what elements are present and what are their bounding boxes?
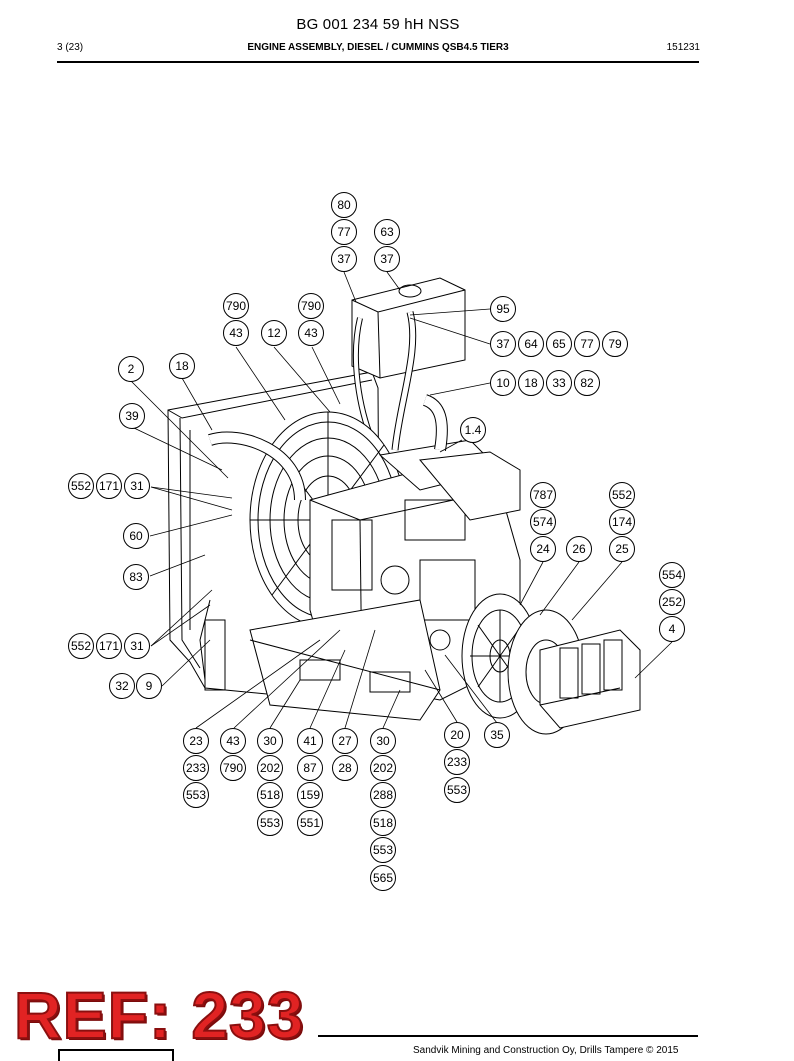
callout-77[interactable]: 77 <box>331 219 357 245</box>
callout-82[interactable]: 82 <box>574 370 600 396</box>
filler-cap <box>398 284 422 298</box>
callout-12[interactable]: 12 <box>261 320 287 346</box>
callout-43[interactable]: 43 <box>220 728 246 754</box>
callout-25[interactable]: 25 <box>609 536 635 562</box>
callout-79[interactable]: 79 <box>602 331 628 357</box>
callout-83[interactable]: 83 <box>123 564 149 590</box>
header-rule <box>57 61 699 63</box>
callout-565[interactable]: 565 <box>370 865 396 891</box>
callout-233[interactable]: 233 <box>183 755 209 781</box>
callout-553[interactable]: 553 <box>257 810 283 836</box>
callout-551[interactable]: 551 <box>297 810 323 836</box>
callout-202[interactable]: 202 <box>370 755 396 781</box>
footer-copyright: Sandvik Mining and Construction Oy, Dril… <box>413 1045 679 1056</box>
callout-28[interactable]: 28 <box>332 755 358 781</box>
callout-30[interactable]: 30 <box>257 728 283 754</box>
callout-552[interactable]: 552 <box>68 633 94 659</box>
expansion-tank <box>351 277 466 379</box>
callout-552[interactable]: 552 <box>68 473 94 499</box>
callout-553[interactable]: 553 <box>370 837 396 863</box>
document-code: 151231 <box>666 42 700 53</box>
callout-790[interactable]: 790 <box>220 755 246 781</box>
callout-174[interactable]: 174 <box>609 509 635 535</box>
callout-1-4[interactable]: 1.4 <box>460 417 486 443</box>
callout-552[interactable]: 552 <box>609 482 635 508</box>
callout-32[interactable]: 32 <box>109 673 135 699</box>
callout-202[interactable]: 202 <box>257 755 283 781</box>
callout-65[interactable]: 65 <box>546 331 572 357</box>
callout-790[interactable]: 790 <box>298 293 324 319</box>
callout-63[interactable]: 63 <box>374 219 400 245</box>
callout-18[interactable]: 18 <box>169 353 195 379</box>
callout-64[interactable]: 64 <box>518 331 544 357</box>
callout-9[interactable]: 9 <box>136 673 162 699</box>
callout-171[interactable]: 171 <box>96 633 122 659</box>
callout-95[interactable]: 95 <box>490 296 516 322</box>
callout-27[interactable]: 27 <box>332 728 358 754</box>
callout-518[interactable]: 518 <box>370 810 396 836</box>
callout-10[interactable]: 10 <box>490 370 516 396</box>
callout-37[interactable]: 37 <box>374 246 400 272</box>
callout-20[interactable]: 20 <box>444 722 470 748</box>
callout-159[interactable]: 159 <box>297 782 323 808</box>
callout-41[interactable]: 41 <box>297 728 323 754</box>
callout-43[interactable]: 43 <box>298 320 324 346</box>
section-title: ENGINE ASSEMBLY, DIESEL / CUMMINS QSB4.5… <box>247 42 509 53</box>
callout-33[interactable]: 33 <box>546 370 572 396</box>
callout-2[interactable]: 2 <box>118 356 144 382</box>
page-indicator: 3 (23) <box>57 42 84 53</box>
callout-171[interactable]: 171 <box>96 473 122 499</box>
callout-18[interactable]: 18 <box>518 370 544 396</box>
callout-31[interactable]: 31 <box>124 473 150 499</box>
callout-31[interactable]: 31 <box>124 633 150 659</box>
callout-43[interactable]: 43 <box>223 320 249 346</box>
callout-288[interactable]: 288 <box>370 782 396 808</box>
sandvik-logo <box>58 1049 174 1061</box>
callout-518[interactable]: 518 <box>257 782 283 808</box>
callout-4[interactable]: 4 <box>659 616 685 642</box>
base-frame <box>249 599 441 721</box>
callout-37[interactable]: 37 <box>331 246 357 272</box>
callout-26[interactable]: 26 <box>566 536 592 562</box>
callout-35[interactable]: 35 <box>484 722 510 748</box>
callout-80[interactable]: 80 <box>331 192 357 218</box>
callout-23[interactable]: 23 <box>183 728 209 754</box>
callout-233[interactable]: 233 <box>444 749 470 775</box>
callout-553[interactable]: 553 <box>444 777 470 803</box>
callout-60[interactable]: 60 <box>123 523 149 549</box>
callout-790[interactable]: 790 <box>223 293 249 319</box>
callout-30[interactable]: 30 <box>370 728 396 754</box>
callout-87[interactable]: 87 <box>297 755 323 781</box>
reference-stamp: REF: 233 <box>13 978 305 1052</box>
document-number: BG 001 234 59 hH NSS <box>296 16 460 33</box>
callout-553[interactable]: 553 <box>183 782 209 808</box>
callout-574[interactable]: 574 <box>530 509 556 535</box>
callout-39[interactable]: 39 <box>119 403 145 429</box>
callout-24[interactable]: 24 <box>530 536 556 562</box>
callout-37[interactable]: 37 <box>490 331 516 357</box>
callout-252[interactable]: 252 <box>659 589 685 615</box>
callout-554[interactable]: 554 <box>659 562 685 588</box>
footer-rule <box>318 1035 698 1037</box>
callout-787[interactable]: 787 <box>530 482 556 508</box>
callout-77[interactable]: 77 <box>574 331 600 357</box>
